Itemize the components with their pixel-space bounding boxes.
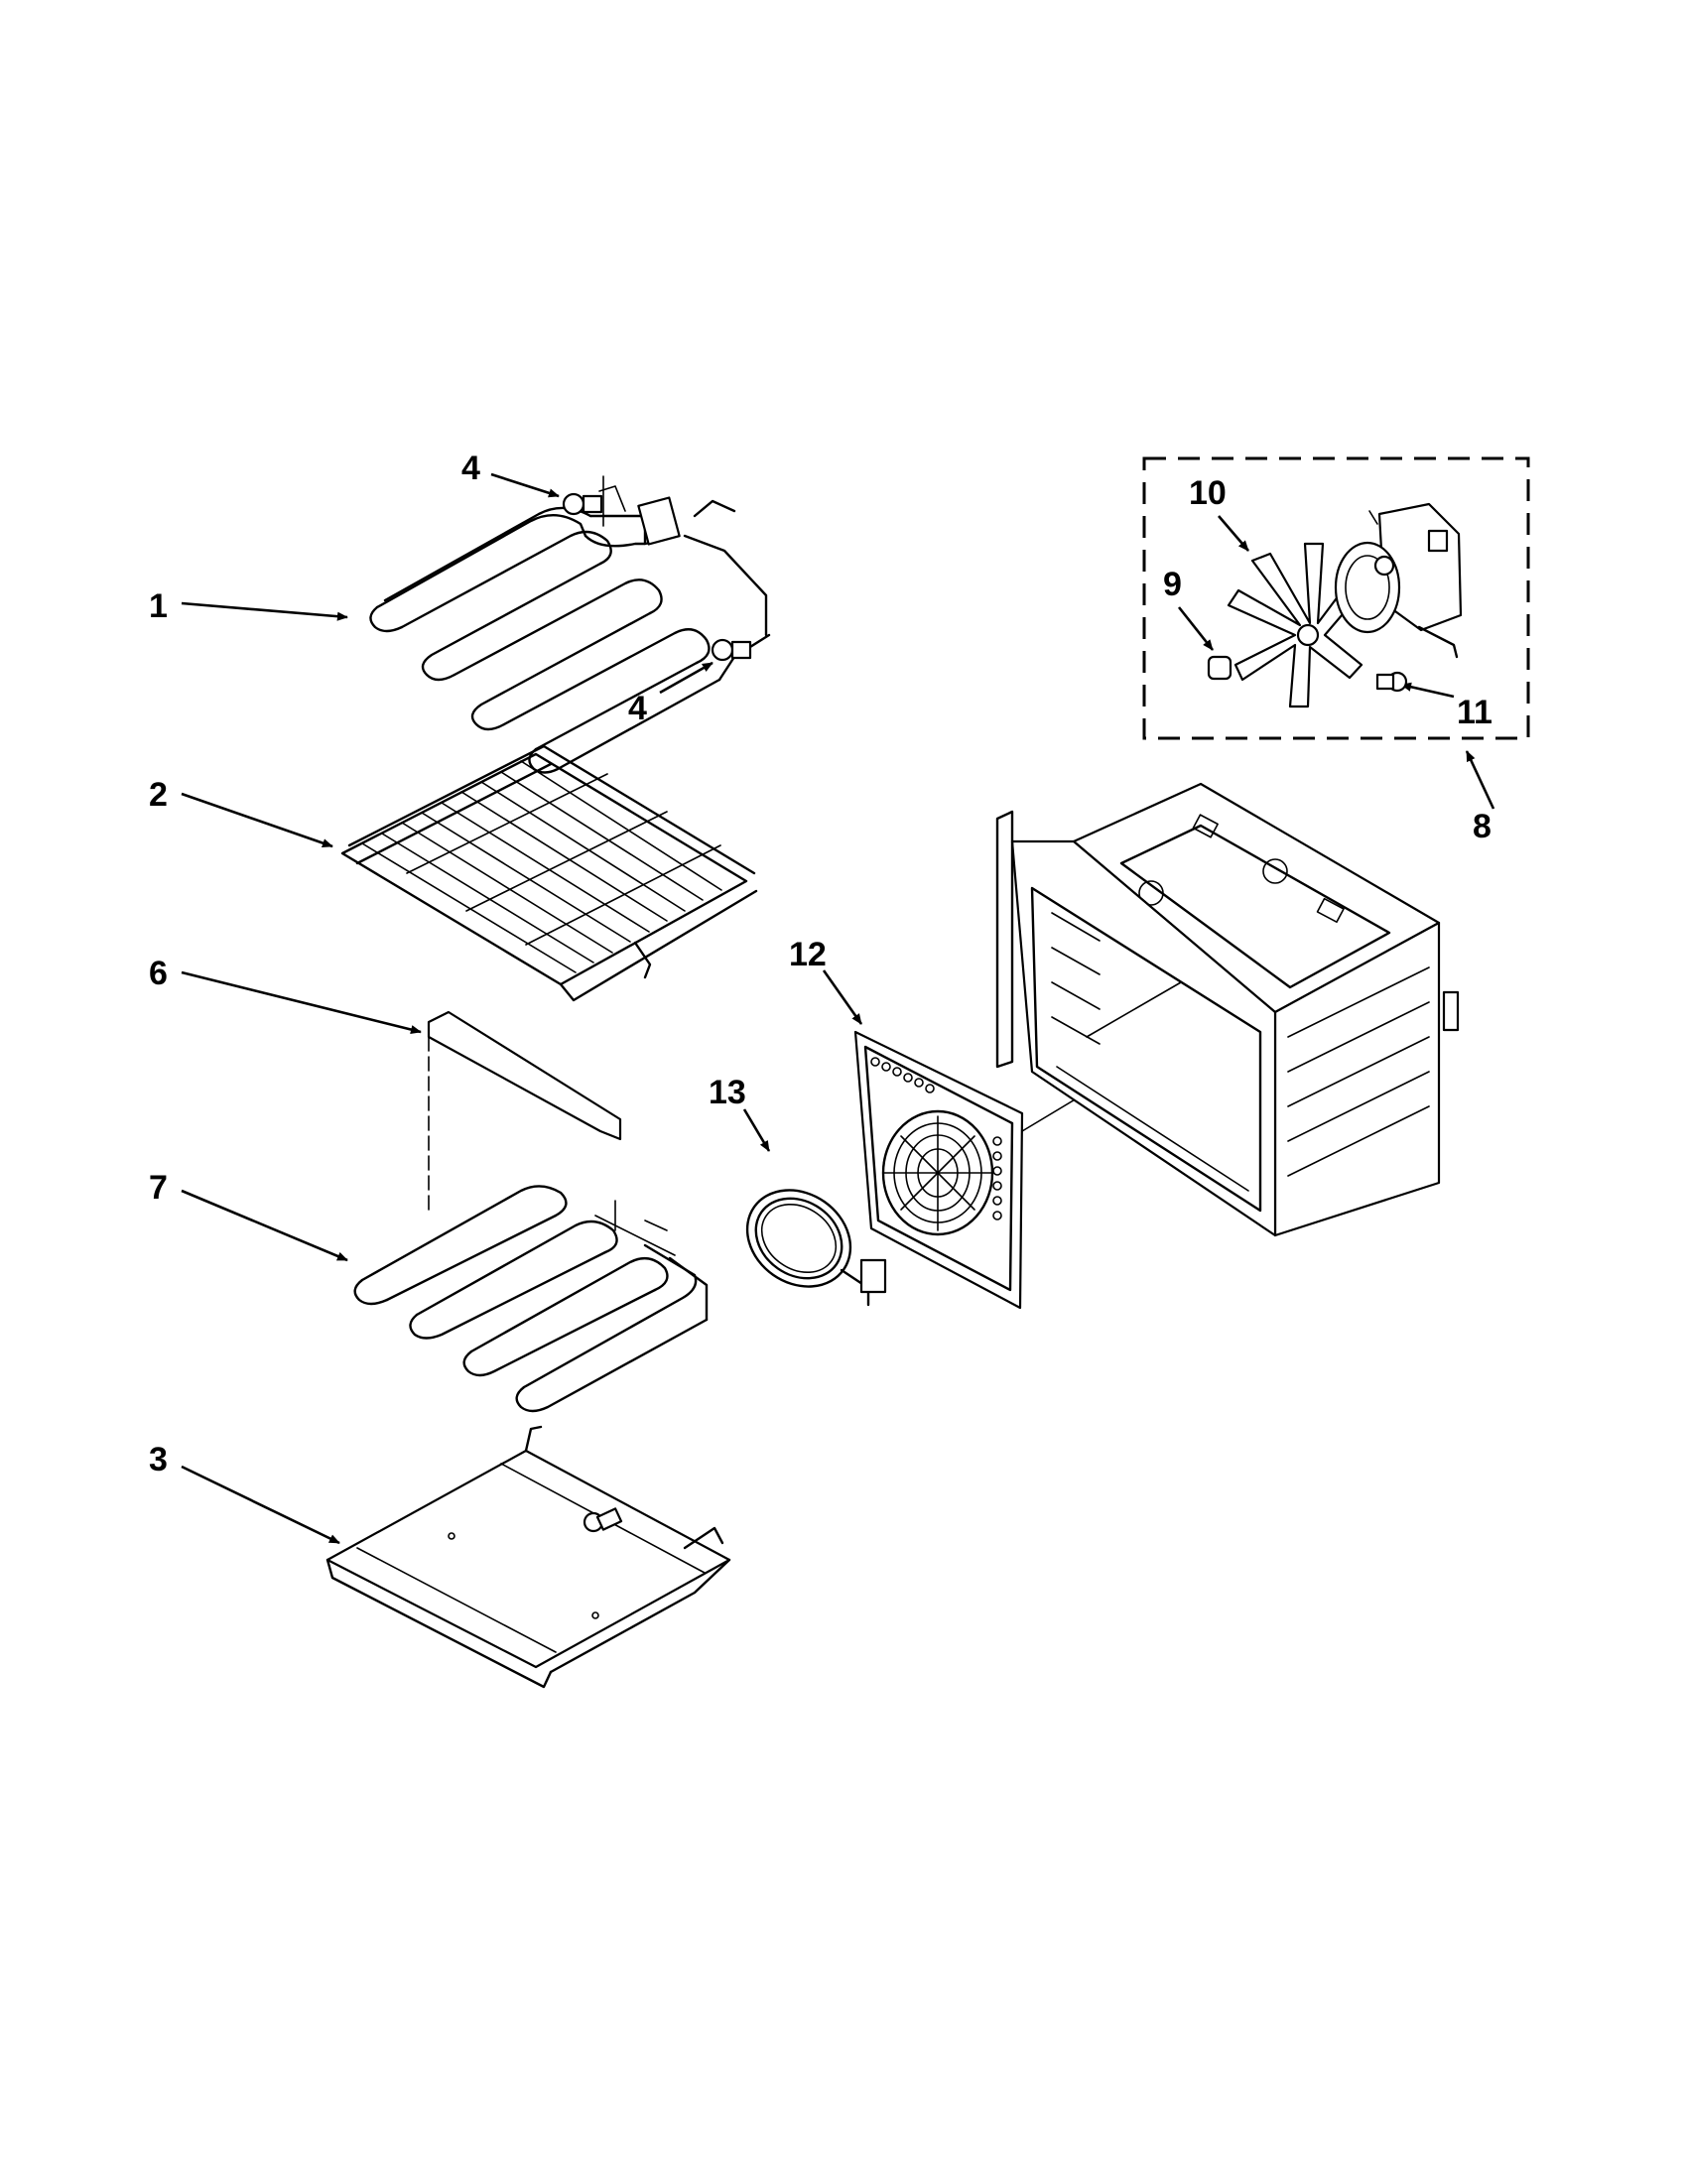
callout-4-bottom: 4	[628, 690, 647, 727]
fan-motor	[1334, 502, 1463, 659]
fan-nut	[1207, 655, 1233, 681]
fan-motor-kit-box	[1142, 456, 1530, 740]
oven-rack	[340, 744, 758, 1002]
element-shield	[427, 1010, 622, 1212]
callout-9: 9	[1163, 566, 1182, 603]
convection-fan-cover	[853, 1030, 1172, 1310]
convection-element	[745, 1189, 887, 1307]
callout-4-top: 4	[461, 450, 480, 487]
upper-heating-element	[369, 475, 771, 774]
callout-13: 13	[709, 1074, 746, 1111]
oven-cavity	[995, 782, 1460, 1237]
callout-3: 3	[149, 1441, 168, 1478]
fan-screw	[1375, 671, 1408, 693]
callout-10: 10	[1189, 474, 1227, 512]
callout-6: 6	[149, 955, 168, 992]
callout-8: 8	[1473, 808, 1492, 845]
callout-12: 12	[789, 936, 827, 973]
callout-11: 11	[1457, 694, 1492, 731]
callout-2: 2	[149, 776, 168, 814]
lower-heating-element	[353, 1185, 709, 1413]
callout-1: 1	[149, 587, 168, 625]
callout-7: 7	[149, 1169, 168, 1207]
bottom-cover	[325, 1425, 731, 1689]
